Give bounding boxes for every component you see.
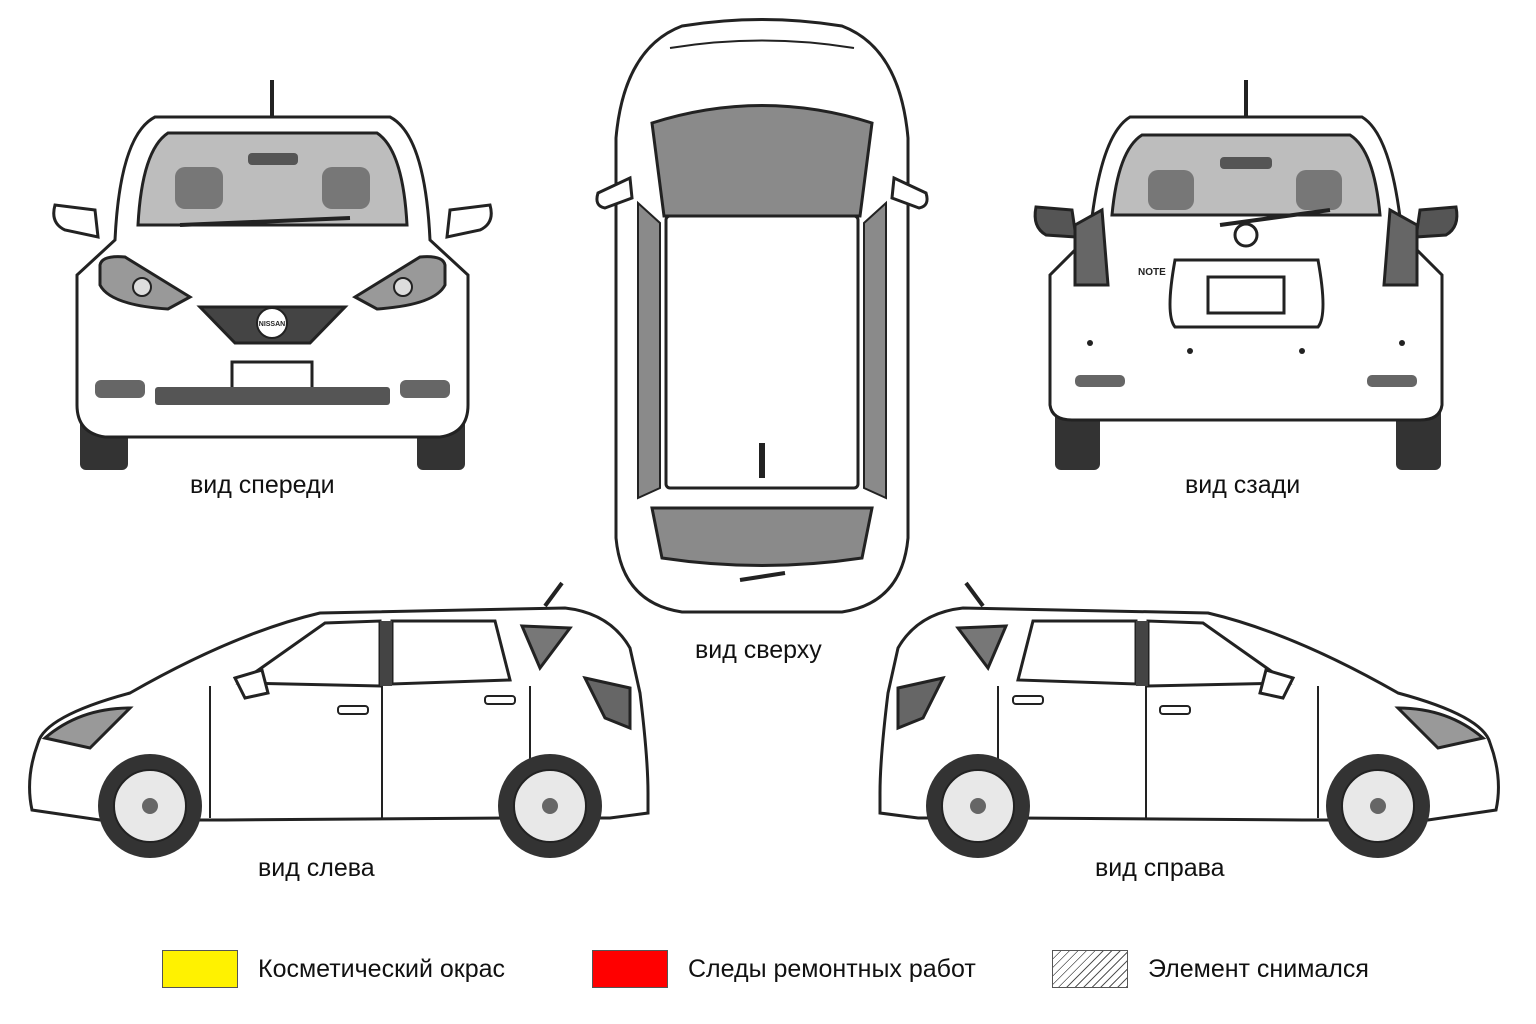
rear-left-mirror [1033, 205, 1078, 239]
right-fog-light [400, 380, 450, 398]
top-right-windows [863, 200, 887, 500]
top-view: вид сверху [590, 18, 935, 664]
legend-label-repair: Следы ремонтных работ [688, 954, 976, 983]
view-label-rear: вид сзади [1185, 471, 1301, 499]
side-antenna [543, 581, 564, 608]
left-headlight-lens [132, 277, 152, 297]
right-headlight-lens [393, 277, 413, 297]
legend-swatch-yellow [162, 950, 238, 988]
top-rear-window [650, 506, 874, 567]
nissan-logo [256, 307, 288, 339]
parking-sensor [1299, 348, 1305, 354]
view-label-right: вид справа [1095, 854, 1225, 882]
roof [664, 214, 860, 490]
view-label-front: вид спереди [190, 471, 335, 499]
legend-label-removed: Элемент снимался [1148, 954, 1369, 983]
rear-hub [542, 798, 558, 814]
b-pillar [1136, 621, 1148, 686]
right-rear-window [1016, 619, 1138, 686]
legend-label-cosmetic: Косметический окрас [258, 954, 506, 983]
front-door-handle [1159, 705, 1191, 715]
parking-sensor [1399, 340, 1405, 346]
side-antenna [964, 581, 985, 608]
left-reflector [1075, 375, 1125, 387]
front-hub [142, 798, 158, 814]
right-mirror [1258, 668, 1296, 700]
hood-line [669, 39, 855, 49]
left-mirror [232, 668, 270, 700]
left-fog-light [95, 380, 145, 398]
left-quarter-window [519, 624, 573, 671]
view-label-left: вид слева [258, 854, 375, 882]
legend-swatch-hatched [1052, 950, 1128, 988]
left-rear-window [390, 619, 512, 686]
legend-cosmetic: Косметический окрас [162, 948, 505, 990]
front-hub [1370, 798, 1386, 814]
front-door-handle [337, 705, 369, 715]
right-seat [322, 167, 370, 209]
rear-nissan-logo [1233, 222, 1259, 248]
front-view: NISSAN вид спереди [50, 75, 495, 499]
left-side-mirror [52, 203, 100, 239]
legend-removed: Элемент снимался [1052, 948, 1369, 990]
side-headlight [1394, 706, 1487, 750]
rear-license-plate [1206, 275, 1286, 315]
rear-model-badge: NOTE [1138, 267, 1166, 278]
top-right-mirror [890, 175, 929, 210]
top-view-drawing [595, 18, 929, 614]
left-tail-light [1073, 207, 1110, 287]
right-quarter-window [955, 624, 1009, 671]
rear-view: NOTE вид сзади [1030, 75, 1470, 499]
view-label-top: вид сверху [695, 636, 822, 664]
right-tail-light [1382, 207, 1419, 287]
rear-hub [970, 798, 986, 814]
rear-wiper [1219, 208, 1331, 227]
rear-view-drawing: NOTE [1033, 80, 1459, 470]
side-tail-light [896, 675, 946, 731]
legend-repair: Следы ремонтных работ [592, 948, 976, 990]
left-view: вид слева [20, 578, 660, 882]
b-pillar [380, 621, 392, 686]
side-tail-light [582, 675, 632, 731]
top-rear-wiper [739, 571, 786, 582]
right-view: вид справа [868, 578, 1508, 882]
right-view-drawing [878, 581, 1500, 858]
rear-right-mirror [1414, 205, 1459, 239]
left-seat [175, 167, 223, 209]
parking-sensor [1187, 348, 1193, 354]
front-view-drawing: NISSAN [52, 80, 493, 470]
rear-door-handle [1012, 695, 1044, 705]
lower-intake [155, 387, 390, 405]
parking-sensor [1087, 340, 1093, 346]
rear-right-seat [1296, 170, 1342, 210]
legend-swatch-red [592, 950, 668, 988]
top-left-mirror [595, 175, 634, 210]
front-badge-text: NISSAN [259, 321, 285, 328]
wiper [179, 216, 351, 227]
left-view-drawing [28, 581, 650, 858]
right-side-mirror [445, 203, 493, 239]
right-reflector [1367, 375, 1417, 387]
third-brake-light [1220, 157, 1272, 169]
top-windshield [650, 104, 874, 218]
side-headlight [41, 706, 134, 750]
rear-view-mirror [248, 153, 298, 165]
rear-left-seat [1148, 170, 1194, 210]
top-left-windows [637, 200, 661, 500]
rear-door-handle [484, 695, 516, 705]
